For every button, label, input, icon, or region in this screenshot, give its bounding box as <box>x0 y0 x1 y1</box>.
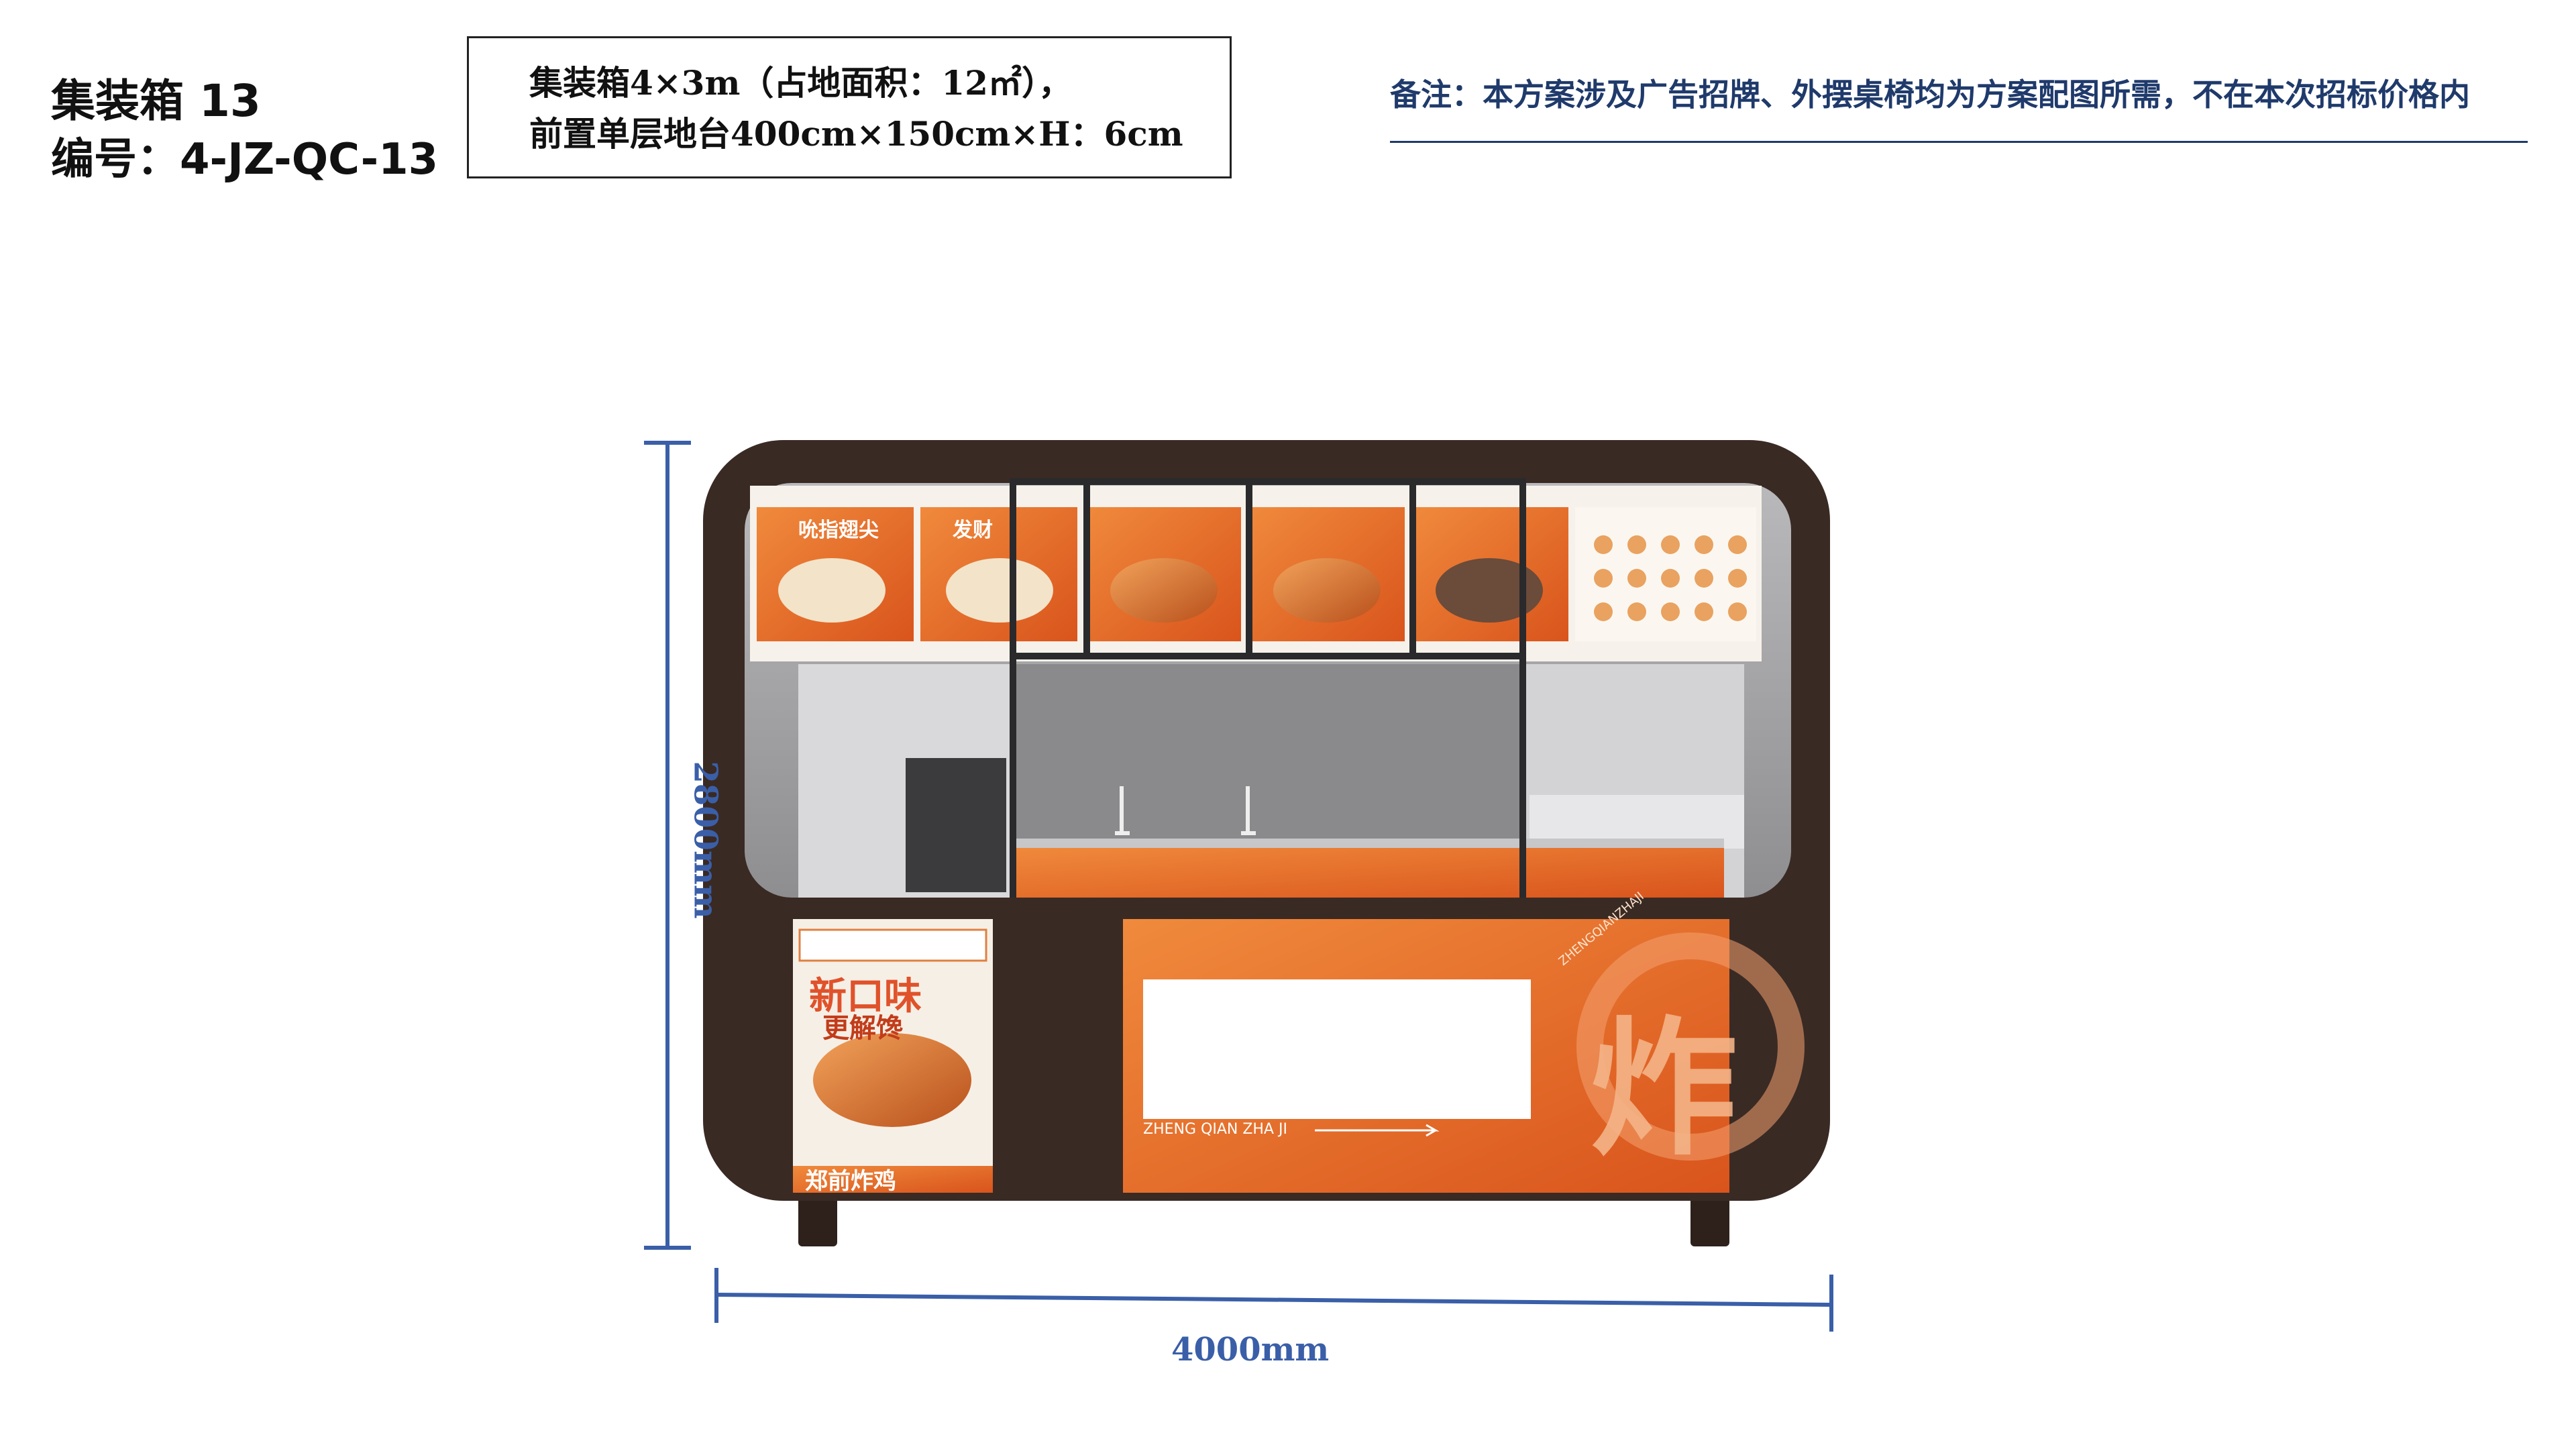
interior-counter-top <box>1013 839 1724 848</box>
signage-brand-text: ZHENG QIAN ZHA JI <box>1143 1121 1287 1138</box>
menu-price-list <box>1594 535 1747 621</box>
signage-blank-area <box>1143 979 1531 1119</box>
menu-item-label: 发财 <box>952 519 993 542</box>
spec-line-platform: 前置单层地台400cm×150cm×H：6cm <box>529 114 1183 154</box>
remark-note: 备注：本方案涉及广告招牌、外摆桌椅均为方案配图所需，不在本次招标价格内 <box>1390 76 2470 113</box>
signage-big-char: 炸 <box>1590 1004 1737 1175</box>
item-code: 编号：4-JZ-QC-13 <box>51 135 439 184</box>
spec-line-size: 集装箱4×3m（占地面积：12㎡）， <box>529 63 1072 103</box>
width-dimension-label: 4000mm <box>1171 1331 1330 1368</box>
left-poster-headline: 新口味 <box>809 975 922 1018</box>
signage-ring <box>1576 932 1805 1161</box>
kiosk-leg-left <box>798 1187 837 1246</box>
page-title: 集装箱 13 <box>51 75 261 127</box>
remark-underline <box>1390 141 2528 143</box>
left-poster-header <box>798 928 987 962</box>
faucet-right <box>1241 786 1256 835</box>
left-poster-footer-text: 郑前炸鸡 <box>805 1168 896 1195</box>
kiosk-leg-right <box>1690 1187 1729 1246</box>
menu-item-label: 吮指翅尖 <box>798 519 879 542</box>
faucet-left <box>1115 786 1130 835</box>
left-poster-footer <box>793 1166 993 1193</box>
left-poster-subheadline: 更解馋 <box>822 1013 903 1044</box>
interior-counter <box>1013 847 1724 898</box>
interior-wall <box>1013 664 1523 852</box>
window-frame <box>1010 478 1526 898</box>
left-poster-food <box>813 1033 971 1127</box>
width-dimension <box>714 1268 1833 1332</box>
interior-cabinet <box>906 758 1006 892</box>
height-dimension-label: 2800mm <box>686 761 724 919</box>
menu-board-top-strip <box>750 486 1762 499</box>
signage-arrow <box>1315 1124 1440 1137</box>
height-dimension <box>644 441 691 1250</box>
spec-box: 集装箱4×3m（占地面积：12㎡）， 前置单层地台400cm×150cm×H：6… <box>467 36 1232 178</box>
